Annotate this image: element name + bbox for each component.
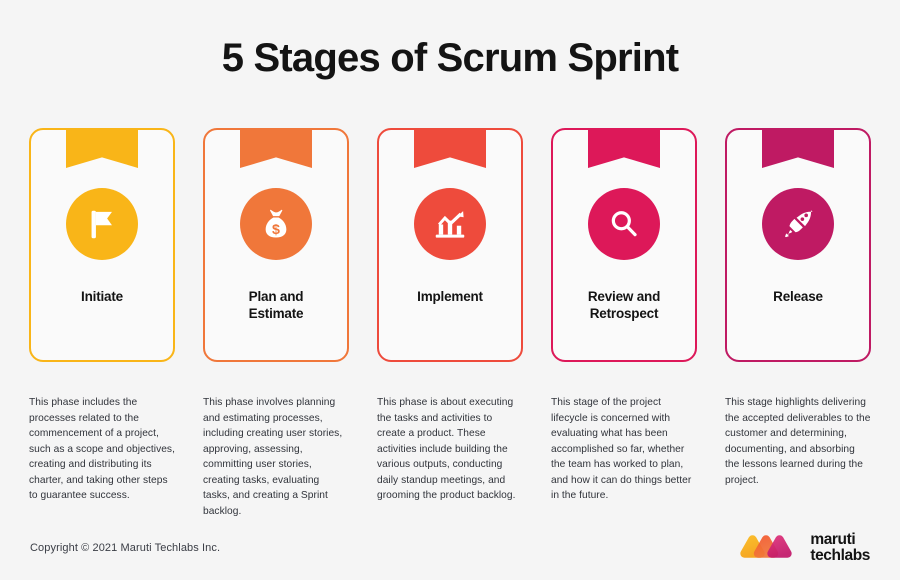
stage-description: This stage of the project lifecycle is c… xyxy=(551,397,692,502)
stage-card-release[interactable]: Release xyxy=(725,128,871,362)
stage-descriptions-row: This phase includes the processes relate… xyxy=(0,385,900,529)
stage-card-label: Implement xyxy=(417,289,483,304)
logo-mark-icon xyxy=(740,535,792,558)
ribbon-banner xyxy=(240,130,312,168)
stage-card-implement[interactable]: Implement xyxy=(377,128,523,362)
ribbon-banner xyxy=(762,130,834,168)
rocket-icon xyxy=(762,188,834,260)
flag-icon xyxy=(66,188,138,260)
copyright-text: Copyright © 2021 Maruti Techlabs Inc. xyxy=(30,542,221,554)
stage-cards-row: Initiate $ Plan and Estimate xyxy=(0,128,900,362)
stage-description: This stage highlights delivering the acc… xyxy=(725,397,871,486)
money-bag-icon: $ xyxy=(240,188,312,260)
stage-card-plan-and-estimate[interactable]: $ Plan and Estimate xyxy=(203,128,349,362)
ribbon-banner xyxy=(66,130,138,168)
stage-card-label: Review and Retrospect xyxy=(587,289,661,322)
stage-card-label: Release xyxy=(773,289,823,304)
stage-card-review-and-retrospect[interactable]: Review and Retrospect xyxy=(551,128,697,362)
logo-wordmark: maruti techlabs xyxy=(810,530,870,564)
stage-card-label: Plan and Estimate xyxy=(248,289,304,322)
stage-card-label: Initiate xyxy=(81,289,123,304)
page-title: 5 Stages of Scrum Sprint xyxy=(221,36,679,80)
maruti-techlabs-logo: maruti techlabs xyxy=(739,531,870,565)
ribbon-banner xyxy=(588,130,660,168)
stage-card-initiate[interactable]: Initiate xyxy=(29,128,175,362)
bar-chart-growth-icon xyxy=(414,188,486,260)
footer: Copyright © 2021 Maruti Techlabs Inc. xyxy=(0,516,900,580)
stage-description: This phase is about executing the tasks … xyxy=(377,397,516,502)
magnifier-icon xyxy=(588,188,660,260)
svg-text:$: $ xyxy=(272,222,280,238)
stage-description: This phase involves planning and estimat… xyxy=(203,397,343,517)
stage-description: This phase includes the processes relate… xyxy=(29,397,175,502)
ribbon-banner xyxy=(414,130,486,168)
